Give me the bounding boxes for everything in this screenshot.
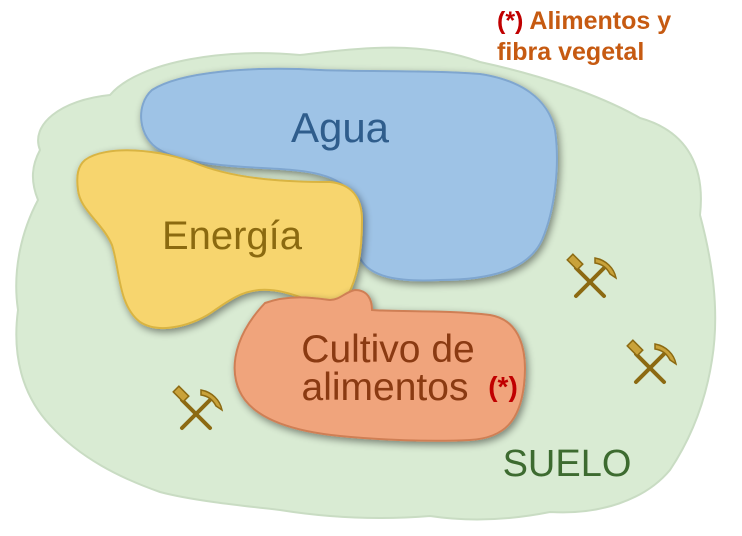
- pick-and-hammer-icon: [626, 339, 678, 384]
- footnote-line1: Alimentos y: [523, 7, 672, 35]
- label-agua: Agua: [291, 104, 390, 151]
- label-cultivo-marker: (*): [488, 371, 518, 402]
- pick-and-hammer-icon: [172, 385, 224, 430]
- label-suelo: SUELO: [503, 443, 632, 485]
- label-cultivo-line2: alimentos: [302, 366, 469, 409]
- footnote-line2: fibra vegetal: [497, 38, 645, 66]
- water-region: [140, 67, 558, 282]
- pick-and-hammer-icon: [566, 253, 618, 298]
- footnote: (*) Alimentos y fibra vegetal: [497, 6, 737, 68]
- label-cultivo-line1: Cultivo de: [301, 328, 474, 371]
- footnote-marker: (*): [497, 7, 524, 35]
- label-energia: Energía: [162, 214, 303, 258]
- food-region: [233, 288, 526, 442]
- energy-region: [76, 149, 364, 329]
